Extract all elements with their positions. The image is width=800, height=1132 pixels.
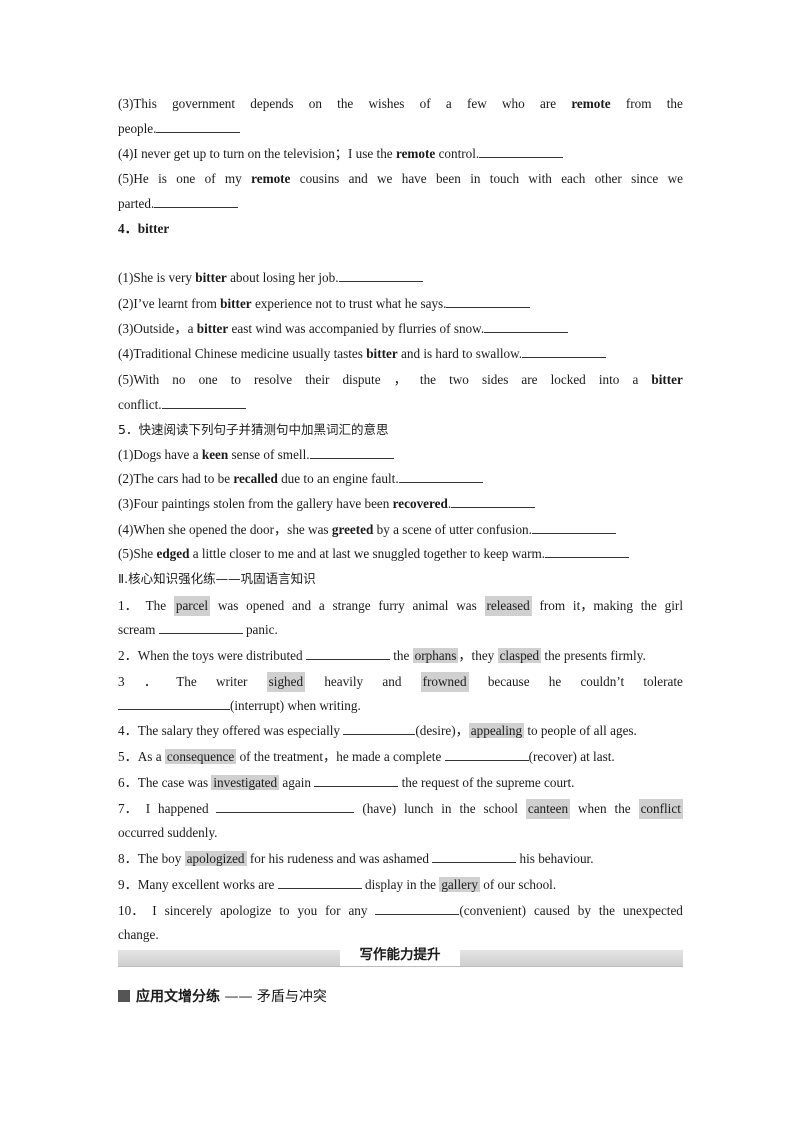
remote-sentence-5: (5)He is one of my remote cousins and we…: [118, 169, 683, 189]
guess-sentence-1: (1)Dogs have a keen sense of smell.: [118, 445, 683, 465]
exercise-10: 10． I sincerely apologize to you for any…: [118, 901, 683, 918]
keyword: bitter: [196, 321, 229, 336]
guess-sentence-2: (2)The cars had to be recalled due to an…: [118, 469, 683, 489]
answer-blank[interactable]: [161, 395, 246, 409]
highlighted-word: appealing: [468, 723, 525, 738]
bitter-sentence-2: (2)I’ve learnt from bitter experience no…: [118, 294, 683, 314]
section-banner: 写作能力提升: [118, 944, 683, 967]
answer-blank[interactable]: [338, 268, 423, 282]
answer-blank[interactable]: [309, 445, 394, 459]
answer-blank[interactable]: [118, 696, 230, 710]
answer-blank[interactable]: [398, 469, 483, 483]
keyword: remote: [571, 96, 611, 111]
keyword: remote: [395, 146, 436, 161]
section-heading-guess-meaning: 5．快速阅读下列句子并猜测句中加黑词汇的意思: [118, 422, 389, 437]
exercise-8: 8．The boy apologized for his rudeness an…: [118, 849, 594, 866]
answer-blank[interactable]: [451, 494, 536, 508]
guess-sentence-5: (5)She edged a little closer to me and a…: [118, 544, 683, 564]
bitter-sentence-3: (3)Outside，a bitter east wind was accomp…: [118, 319, 683, 339]
keyword: bitter: [195, 270, 227, 285]
keyword: remote: [251, 171, 291, 186]
highlighted-word: investigated: [211, 775, 280, 790]
keyword: edged: [156, 546, 190, 561]
answer-blank[interactable]: [375, 901, 460, 915]
answer-blank[interactable]: [277, 875, 362, 889]
bitter-sentence-4: (4)Traditional Chinese medicine usually …: [118, 344, 683, 364]
highlighted-word: gallery: [439, 877, 480, 892]
exercise-6: 6．The case was investigated again the re…: [118, 773, 575, 790]
answer-blank[interactable]: [216, 799, 355, 813]
keyword: recalled: [233, 471, 278, 486]
guess-sentence-3: (3)Four paintings stolen from the galler…: [118, 494, 683, 514]
highlighted-word: released: [484, 596, 532, 616]
answer-blank[interactable]: [479, 144, 564, 158]
bitter-sentence-5-cont: conflict.: [118, 395, 683, 415]
square-bullet-icon: [118, 990, 130, 1002]
keyword: recovered: [392, 496, 448, 511]
exercise-3: 3 ． The writer sighed heavily and frowne…: [118, 672, 683, 692]
remote-sentence-3: (3)This government depends on the wishes…: [118, 94, 683, 114]
answer-blank[interactable]: [522, 344, 607, 358]
highlighted-word: consequence: [164, 749, 237, 764]
subsection-heading: 应用文增分练 —— 矛盾与冲突: [118, 987, 327, 1007]
answer-blank[interactable]: [545, 544, 630, 558]
keyword: bitter: [651, 372, 683, 387]
highlighted-word: apologized: [184, 851, 247, 866]
highlighted-word: parcel: [173, 596, 211, 616]
exercise-7: 7． I happened (have) lunch in the school…: [118, 799, 683, 819]
highlighted-word: clasped: [497, 648, 542, 663]
exercise-1: 1． The parcel was opened and a strange f…: [118, 596, 683, 616]
guess-sentence-4: (4)When she opened the door，she was gree…: [118, 520, 683, 540]
remote-sentence-5-cont: parted.: [118, 194, 683, 214]
keyword: keen: [201, 447, 229, 462]
highlighted-word: conflict: [638, 799, 683, 819]
highlighted-word: sighed: [266, 672, 306, 692]
answer-blank[interactable]: [531, 520, 616, 534]
exercise-7-cont: occurred suddenly.: [118, 825, 218, 840]
remote-sentence-3-cont: people.: [118, 119, 683, 139]
answer-blank[interactable]: [444, 747, 529, 761]
exercise-2: 2．When the toys were distributed the orp…: [118, 646, 646, 663]
keyword: greeted: [331, 522, 374, 537]
exercise-10-cont: change.: [118, 927, 159, 942]
answer-blank[interactable]: [432, 849, 517, 863]
exercise-9: 9．Many excellent works are display in th…: [118, 875, 557, 892]
remote-sentence-4: (4)I never get up to turn on the televis…: [118, 144, 683, 164]
exercise-3-cont: (interrupt) when writing.: [118, 696, 683, 716]
exercise-5: 5．As a consequence of the treatment，he m…: [118, 747, 615, 764]
part-two-heading: Ⅱ.核心知识强化练——巩固语言知识: [118, 571, 316, 586]
answer-blank[interactable]: [446, 294, 531, 308]
bitter-sentence-1: (1)She is very bitter about losing her j…: [118, 268, 683, 288]
section-banner-title: 写作能力提升: [340, 944, 460, 966]
exercise-1-cont: scream panic.: [118, 620, 278, 637]
highlighted-word: frowned: [420, 672, 469, 692]
answer-blank[interactable]: [158, 620, 243, 634]
exercise-4: 4．The salary they offered was especially…: [118, 721, 637, 738]
answer-blank[interactable]: [314, 773, 399, 787]
highlighted-word: orphans: [412, 648, 459, 663]
highlighted-word: canteen: [525, 799, 571, 819]
answer-blank[interactable]: [343, 721, 416, 735]
answer-blank[interactable]: [154, 194, 239, 208]
answer-blank[interactable]: [484, 319, 569, 333]
bitter-sentence-5: (5)With no one to resolve their dispute …: [118, 370, 683, 390]
answer-blank[interactable]: [305, 646, 390, 660]
answer-blank[interactable]: [156, 119, 241, 133]
section-heading-bitter: 4．bitter: [118, 221, 170, 236]
keyword: bitter: [366, 346, 398, 361]
keyword: bitter: [220, 296, 252, 311]
